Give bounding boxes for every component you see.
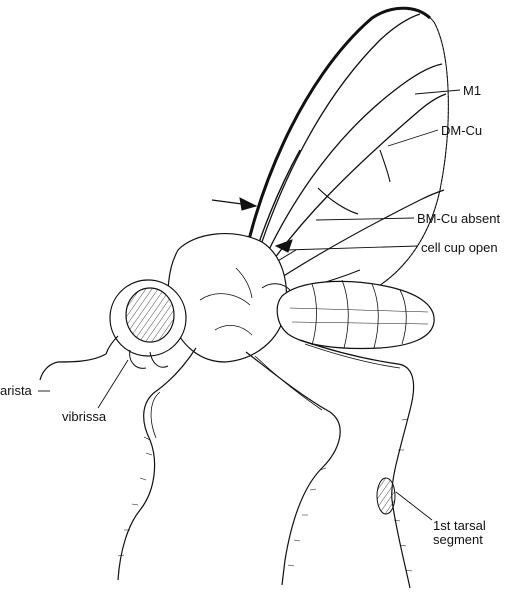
compound-eye xyxy=(126,288,174,342)
abdomen xyxy=(277,281,434,348)
leader-vibrissa xyxy=(98,360,128,408)
label-vibrissa: vibrissa xyxy=(62,410,106,424)
vein-crossvein xyxy=(380,150,390,182)
label-bm-cu-absent: BM-Cu absent xyxy=(417,212,500,226)
thorax xyxy=(168,234,286,362)
arrow-costa xyxy=(240,198,256,210)
legs xyxy=(118,340,414,588)
vein-dm-cu xyxy=(318,188,358,214)
front-leg xyxy=(118,348,196,580)
label-first-tarsal-segment: 1st tarsal segment xyxy=(433,519,523,547)
arista-line xyxy=(40,354,106,380)
leg-bristles xyxy=(118,419,412,571)
leader-cell-cup xyxy=(286,246,418,250)
leader-tarsal xyxy=(396,492,432,520)
label-m1: M1 xyxy=(463,84,481,98)
antenna xyxy=(106,336,118,354)
leader-bm-cu xyxy=(316,218,414,220)
label-dm-cu: DM-Cu xyxy=(441,124,482,138)
middle-leg xyxy=(246,352,340,585)
leader-m1 xyxy=(415,90,460,94)
first-tarsal-segment xyxy=(377,478,395,514)
body xyxy=(40,234,434,380)
label-cell-cup-open: cell cup open xyxy=(421,241,498,255)
hind-leg xyxy=(300,340,414,588)
leader-dm-cu xyxy=(388,130,438,146)
wing-margin-dots xyxy=(350,22,448,300)
label-arista: arista xyxy=(0,384,32,398)
